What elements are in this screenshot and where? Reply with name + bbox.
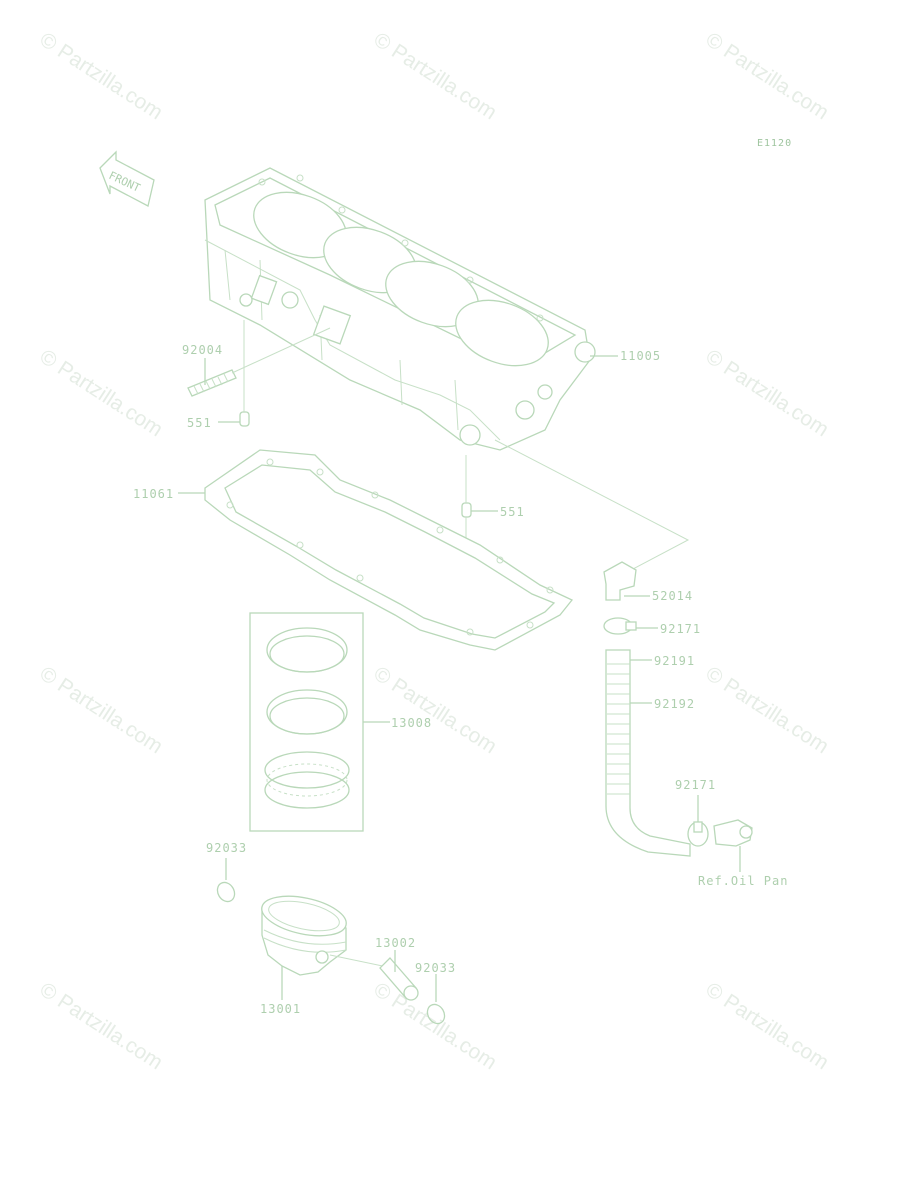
dowel-pin (218, 320, 250, 427)
piston-ring-set (249, 612, 390, 832)
diagram-code: E1120 (757, 138, 793, 149)
label-13002[interactable]: 13002 (375, 936, 417, 950)
label-92004[interactable]: 92004 (182, 343, 224, 357)
label-551-upper[interactable]: 551 (187, 416, 212, 430)
piston-pin-clip (216, 858, 236, 903)
label-11061[interactable]: 11061 (133, 487, 175, 501)
label-11005[interactable]: 11005 (620, 349, 662, 363)
label-92171-upper[interactable]: 92171 (660, 622, 702, 636)
label-92192[interactable]: 92192 (654, 697, 696, 711)
cylinder-gasket (178, 449, 574, 651)
stud-bolt (187, 327, 331, 397)
label-92033-right[interactable]: 92033 (415, 961, 457, 975)
label-ref-oil-pan[interactable]: Ref.Oil Pan (698, 874, 789, 888)
front-arrow-icon: FRONT (99, 150, 155, 207)
label-13001[interactable]: 13001 (260, 1002, 302, 1016)
label-551-lower[interactable]: 551 (500, 505, 525, 519)
label-92033-left[interactable]: 92033 (206, 841, 248, 855)
oil-hose-assembly (494, 439, 753, 872)
label-92191[interactable]: 92191 (654, 654, 696, 668)
piston (261, 895, 347, 1000)
label-13008[interactable]: 13008 (391, 716, 433, 730)
label-92171-lower[interactable]: 92171 (675, 778, 717, 792)
piston-pin-clip (426, 974, 446, 1025)
label-52014[interactable]: 52014 (652, 589, 694, 603)
cylinder-block (204, 167, 596, 451)
piston-pin (329, 950, 419, 1001)
